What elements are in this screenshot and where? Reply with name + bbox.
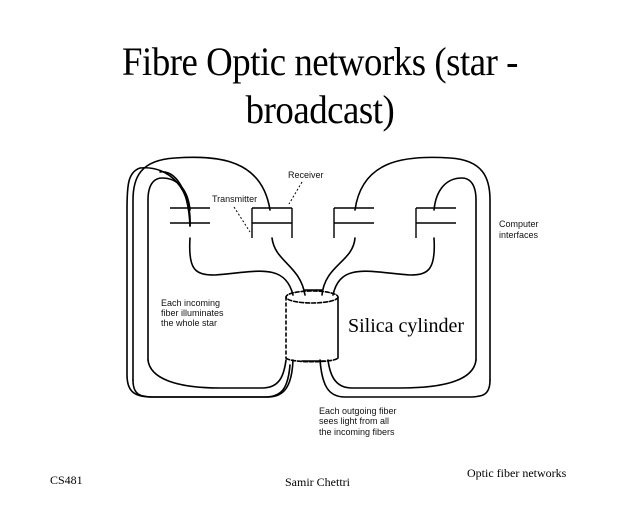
computer-interfaces-label-1: Computer	[499, 219, 539, 229]
right-outer-top-arc	[354, 156, 491, 381]
right-bottom-inner-loop	[327, 359, 477, 389]
fiber-interface-3-to-star	[321, 237, 356, 296]
fiber-interface-1-to-star	[188, 237, 294, 296]
computer-interface-1	[170, 207, 210, 224]
incoming-fiber-label-2: fiber illuminates	[161, 308, 224, 318]
right-inner-arc	[433, 177, 477, 361]
silica-cylinder-label: Silica cylinder	[348, 315, 464, 337]
incoming-fiber-label-1: Each incoming	[161, 298, 220, 308]
computer-interfaces-label-2: interfaces	[499, 230, 539, 240]
slide-title: Fibre Optic networks (star - broadcast)	[0, 38, 640, 134]
transmitter-pointer-arrow	[233, 206, 251, 233]
left-bottom-outer-loop	[132, 359, 294, 398]
slide-title-line-1: Fibre Optic networks (star -	[122, 39, 518, 84]
slide-title-line-2: broadcast)	[245, 87, 395, 132]
fiber-interface-4-to-star	[332, 237, 436, 296]
right-bottom-outer-loop	[319, 359, 491, 398]
fiber-interface-2-to-star	[271, 237, 306, 296]
silica-cylinder-top	[285, 290, 339, 304]
left-inner-arc	[147, 177, 191, 361]
left-inner-fiber-loop	[159, 171, 191, 227]
outgoing-fiber-label-1: Each outgoing fiber	[319, 406, 397, 416]
incoming-fiber-label-3: the whole star	[161, 318, 217, 328]
computer-interface-2	[251, 207, 293, 238]
footer-topic: Optic fiber networks	[467, 466, 567, 480]
transmitter-label: Transmitter	[212, 194, 257, 204]
computer-interface-3	[333, 207, 374, 238]
outgoing-fiber-label-2: sees light from all	[319, 416, 389, 426]
left-outer-top-arc	[132, 156, 271, 381]
receiver-pointer-arrow	[288, 181, 303, 205]
outgoing-fiber-label-3: the incoming fibers	[319, 427, 395, 437]
computer-interface-4	[415, 207, 456, 238]
footer-course: CS481	[50, 473, 83, 487]
left-outer-fiber-loop	[126, 167, 291, 398]
left-bottom-inner-loop	[147, 359, 287, 389]
receiver-label: Receiver	[288, 170, 324, 180]
footer-author: Samir Chettri	[285, 475, 350, 489]
